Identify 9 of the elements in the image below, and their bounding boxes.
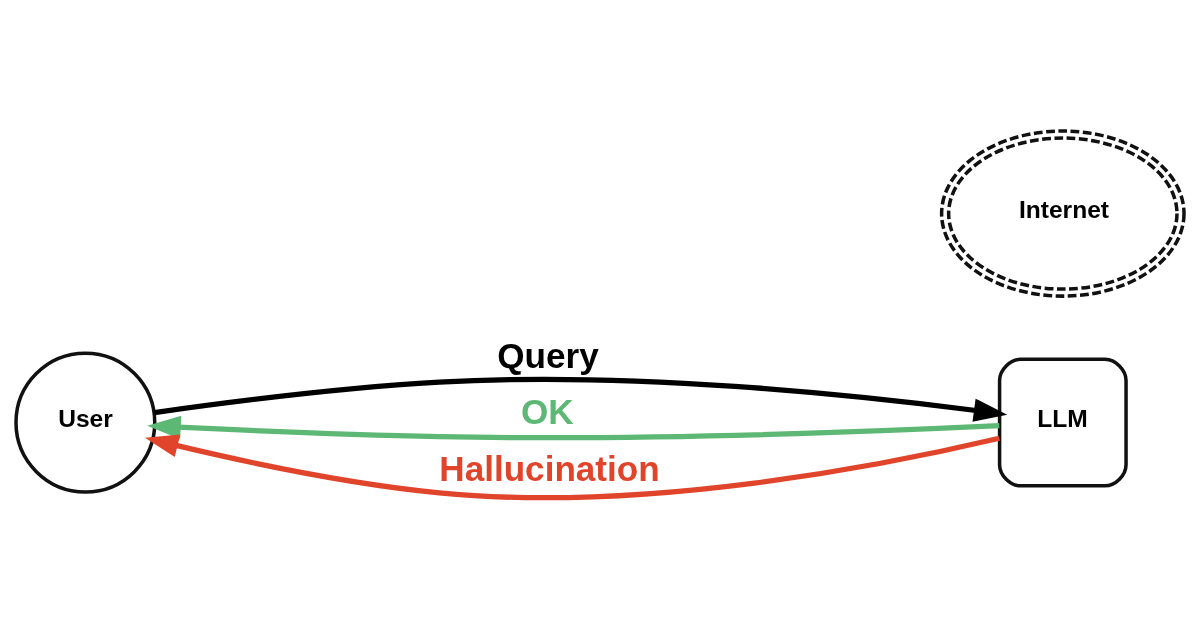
arrow: [154, 376, 1008, 422]
edge-label: Query: [497, 335, 599, 375]
node-circle: User: [14, 350, 157, 494]
arrow: [145, 433, 1000, 500]
edge-label: OK: [520, 391, 574, 431]
edge-label: Hallucination: [439, 448, 660, 488]
node-ellipse: Internet: [939, 128, 1186, 298]
arrow: [147, 415, 1000, 440]
node-box: LLM: [997, 357, 1128, 488]
